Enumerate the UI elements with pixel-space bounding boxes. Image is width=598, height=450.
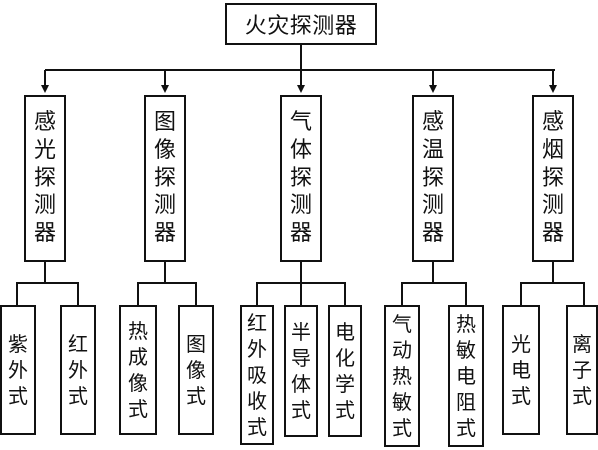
leaf-node-thermistor: 热敏电阻式 <box>448 305 484 447</box>
leaf-node-electrochemical: 电化学式 <box>328 305 362 437</box>
leaf-label: 离子式 <box>572 332 592 408</box>
leaf-label: 图像式 <box>186 332 206 408</box>
category-label: 感温探测器 <box>421 109 444 247</box>
leaf-label: 红外式 <box>68 332 88 408</box>
category-label: 感烟探测器 <box>541 109 564 247</box>
leaf-node-ir-absorption: 红外吸收式 <box>240 305 274 445</box>
leaf-label: 电化学式 <box>335 320 355 422</box>
leaf-label: 红外吸收式 <box>247 311 267 439</box>
category-label: 图像探测器 <box>153 109 176 247</box>
leaf-label: 热敏电阻式 <box>456 312 476 440</box>
leaf-node-infrared: 红外式 <box>60 305 96 435</box>
leaf-node-photoelectric: 光电式 <box>502 305 540 435</box>
leaf-label: 热成像式 <box>128 319 148 421</box>
leaf-node-image: 图像式 <box>178 305 214 435</box>
category-node-smoke: 感烟探测器 <box>532 95 574 262</box>
leaf-node-thermal-imaging: 热成像式 <box>119 305 157 435</box>
root-label: 火灾探测器 <box>244 14 358 39</box>
category-node-gas: 气体探测器 <box>280 95 322 262</box>
category-label: 感光探测器 <box>33 109 56 247</box>
category-label: 气体探测器 <box>289 109 312 247</box>
leaf-label: 紫外式 <box>8 332 28 408</box>
leaf-label: 半导体式 <box>291 320 311 422</box>
leaf-node-ionization: 离子式 <box>566 305 598 435</box>
root-node: 火灾探测器 <box>225 3 377 45</box>
leaf-node-semiconductor: 半导体式 <box>284 305 318 437</box>
leaf-label: 气动热敏式 <box>392 312 412 440</box>
leaf-label: 光电式 <box>511 332 531 408</box>
category-node-image: 图像探测器 <box>144 95 186 262</box>
category-node-light: 感光探测器 <box>24 95 66 262</box>
leaf-node-pneumatic-thermal: 气动热敏式 <box>384 305 420 447</box>
leaf-node-ultraviolet: 紫外式 <box>0 305 36 435</box>
category-node-heat: 感温探测器 <box>412 95 454 262</box>
